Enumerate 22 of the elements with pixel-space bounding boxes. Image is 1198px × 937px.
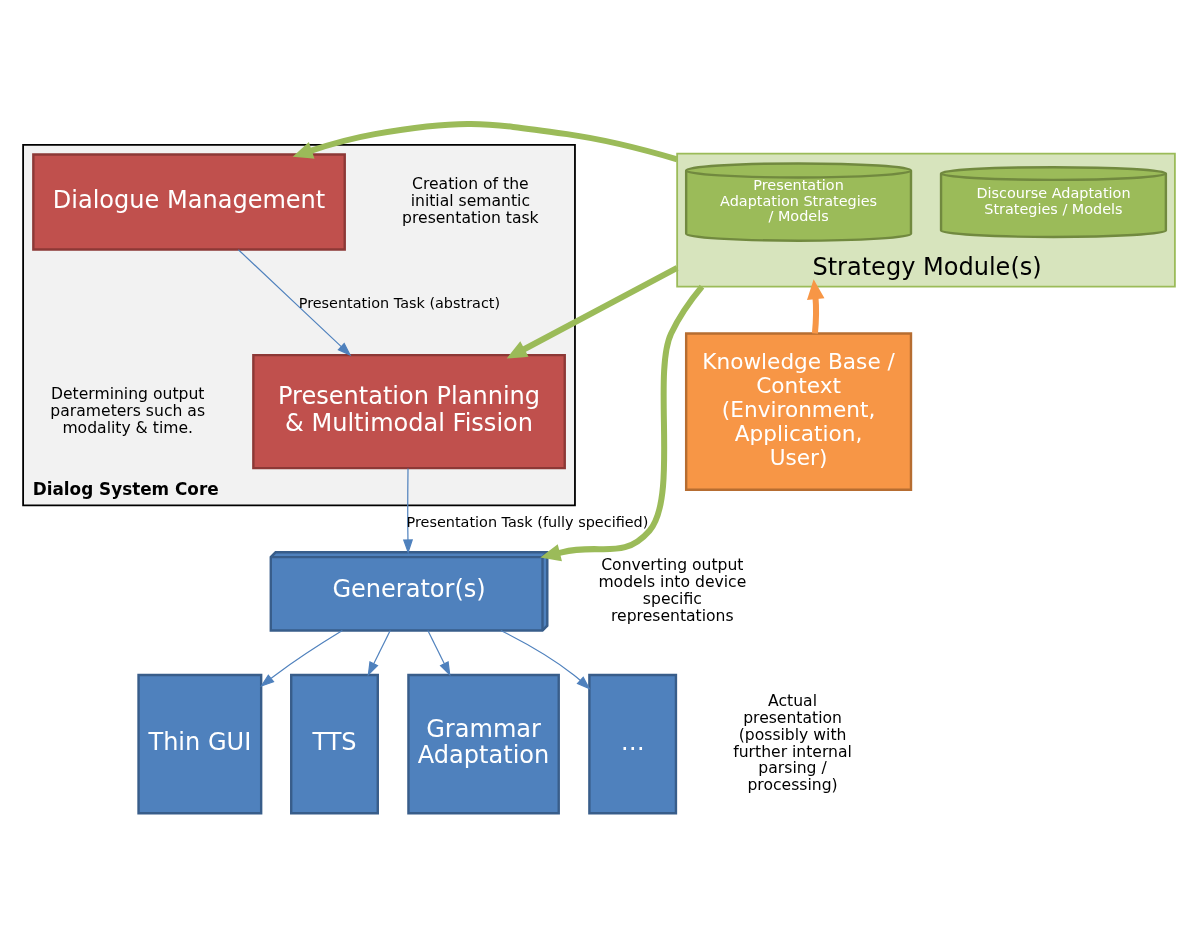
arrow [402,467,413,554]
node-label: Converting output models into device specific representations [598,556,747,625]
arrow [292,121,678,163]
node-box: Knowledge Base / Context (Environment, Application, User) [684,332,913,491]
node-box: Thin GUI [137,673,263,815]
arrow [237,249,352,357]
edge-label: Presentation Task (abstract) [298,294,501,311]
arrow [427,629,451,677]
arrow [806,279,825,334]
node-box: … [588,673,678,815]
arrow [367,629,391,677]
node-box: Presentation Planning & Multimodal Fission [252,353,566,470]
node-label: Creation of the initial semantic presentation task [402,175,539,227]
label: Actual presentation (possibly with further internal parsing / processing) [733,692,852,795]
arrow [506,265,679,359]
arrow [500,629,591,690]
arrow [260,629,343,688]
node-box: Grammar Adaptation [407,673,560,815]
node-box: Dialogue Management [32,153,346,251]
edge-label: Presentation Task (fully specified) [406,513,649,530]
node-box: TTS [290,673,379,815]
node-label: Determining output parameters such as modality & time. [50,384,206,437]
